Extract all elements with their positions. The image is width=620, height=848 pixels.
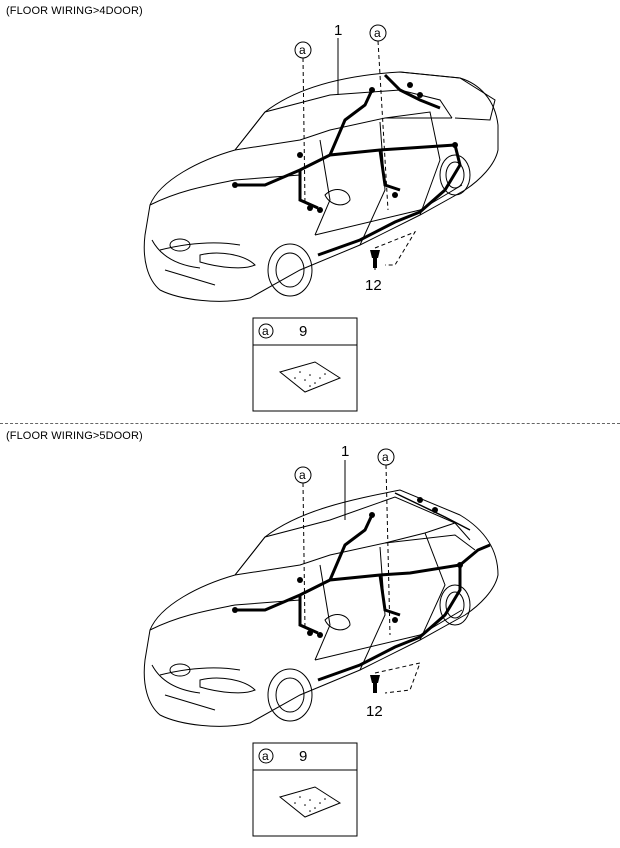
inset-box-4door (252, 317, 358, 412)
diagram-title-5door: (FLOOR WIRING>5DOOR) (6, 430, 143, 442)
callout-a-1: a (299, 43, 306, 57)
callout-a-1: a (299, 468, 306, 482)
car-diagram-4door: a a 1 12 a 9 (143, 22, 499, 412)
inset-part-label: 9 (299, 323, 307, 340)
inset-callout-a: a (262, 749, 269, 763)
part-label-bolt: 12 (366, 703, 383, 720)
floor-wiring-harness (235, 73, 462, 257)
section-divider (0, 423, 620, 424)
part-label-main: 1 (334, 22, 342, 39)
part-label-main: 1 (341, 443, 349, 460)
pad-dots (294, 796, 326, 812)
callout-a-2: a (374, 26, 381, 40)
floor-wiring-harness (235, 514, 491, 682)
car-body-outline (143, 71, 499, 302)
diagram-title-4door: (FLOOR WIRING>4DOOR) (6, 5, 143, 17)
inset-callout-a: a (262, 324, 269, 338)
car-body-outline (143, 489, 499, 727)
car-diagram-5door: a a 1 12 a 9 (143, 443, 499, 837)
bolt-part (370, 675, 380, 693)
pad-dots (294, 371, 326, 387)
inset-box-5door (252, 742, 358, 837)
bolt-part (370, 250, 380, 268)
callout-a-2: a (382, 450, 389, 464)
part-label-bolt: 12 (365, 277, 382, 294)
inset-part-label: 9 (299, 748, 307, 765)
